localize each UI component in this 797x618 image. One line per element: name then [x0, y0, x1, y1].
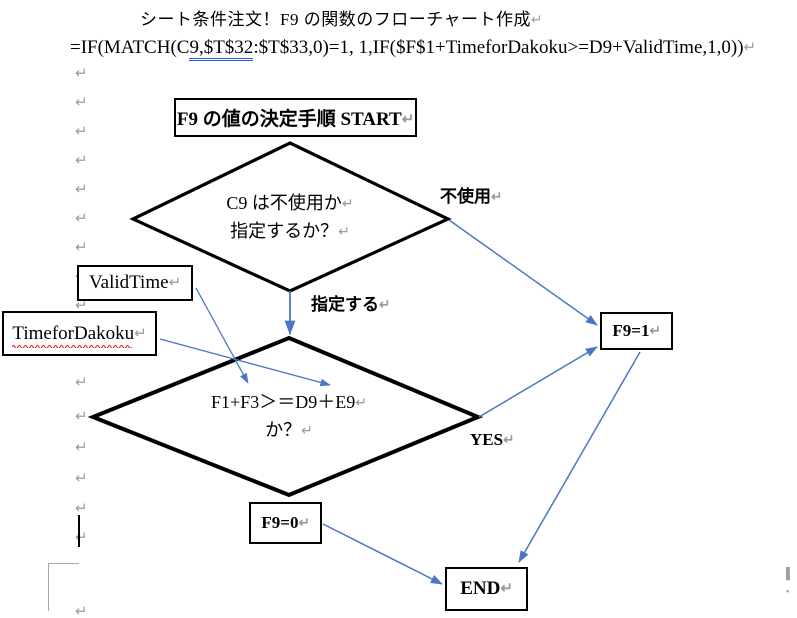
node-end-label: END	[460, 578, 501, 599]
connector-f9eq0-to-end	[322, 523, 443, 585]
pilcrow-icon: ↵	[401, 112, 415, 128]
decision-diamond-f1f3	[87, 335, 484, 498]
decision2-line2: か？	[265, 419, 302, 440]
pilcrow-icon: ↵	[531, 12, 543, 27]
node-f9-equals-1-label: F9=1	[612, 321, 650, 340]
page-margin-corner-mark	[48, 563, 79, 611]
pilcrow-icon: ↵	[500, 581, 513, 597]
node-f9-equals-1-box[interactable]: F9=1↵	[600, 312, 673, 350]
pilcrow-icon: ↵	[649, 323, 661, 338]
margin-pilcrow-icon: ↵	[75, 65, 88, 82]
pilcrow-icon: ↵	[355, 394, 367, 410]
node-timefordakoku-label: TimeforDakoku	[12, 322, 135, 344]
pilcrow-icon: ↵	[301, 421, 313, 438]
margin-pilcrow-icon: ↵	[75, 374, 88, 391]
pilcrow-icon: ↵	[503, 432, 515, 447]
connector-nouse-to-f9eq1	[448, 219, 598, 326]
formula-part-underlined: 9,$T$32	[189, 37, 254, 61]
connector-f9eq1-to-end	[518, 351, 641, 563]
node-validtime-label: ValidTime	[89, 272, 169, 293]
edge-label-yes: YES↵	[470, 430, 514, 450]
decision1-line2: 指定するか？	[230, 220, 339, 241]
connector-dakoku-to-decision2	[159, 338, 331, 387]
decision2-line1: F1+F3＞＝D9＋E9	[211, 392, 356, 412]
formula-part-after: :$T$33,0)=1, 1,IF($F$1+TimeforDakoku>=D9…	[253, 37, 744, 58]
formula-line: =IF(MATCH(C9,$T$32:$T$33,0)=1, 1,IF($F$1…	[70, 37, 756, 61]
page-title: シート条件注文！F9 の関数のフローチャート作成↵	[140, 5, 543, 30]
pilcrow-icon: ↵	[134, 325, 147, 342]
page-title-text: シート条件注文！F9 の関数のフローチャート作成	[140, 10, 532, 29]
margin-pilcrow-icon: ↵	[75, 470, 88, 487]
pilcrow-icon: ↵	[168, 275, 181, 291]
margin-pilcrow-icon: ↵	[75, 603, 88, 618]
decision1-line1: C9 は不使用か	[226, 193, 342, 213]
node-validtime-box[interactable]: ValidTime↵	[77, 265, 193, 301]
pilcrow-icon: ↵	[298, 515, 310, 530]
decision-diamond-f1f3-label: F1+F3＞＝D9＋E9↵ か？↵	[189, 389, 389, 445]
node-start-box[interactable]: F9 の値の決定手順 START↵	[174, 98, 417, 137]
margin-pilcrow-icon: ↵	[75, 439, 88, 456]
text-caret	[78, 515, 80, 547]
edge-label-yes-text: YES	[470, 430, 504, 449]
connector-yes-to-f9eq1	[478, 346, 598, 418]
margin-pilcrow-icon: ↵	[75, 408, 88, 425]
spellcheck-wrapper: TimeforDakoku↵	[12, 322, 147, 348]
margin-pilcrow-icon: ↵	[75, 500, 88, 517]
pilcrow-icon: ↵	[491, 189, 503, 204]
margin-pilcrow-icon: ↵	[75, 210, 88, 227]
edge-label-nouse-text: 不使用	[440, 187, 491, 206]
edge-label-specify: 指定する↵	[311, 290, 390, 315]
page-edge-tick-icon: ▌	[786, 568, 794, 580]
margin-pilcrow-icon: ↵	[75, 152, 88, 169]
margin-pilcrow-icon: ↵	[75, 181, 88, 198]
node-f9-equals-0-box[interactable]: F9=0↵	[249, 502, 322, 544]
node-end-box[interactable]: END↵	[445, 567, 528, 611]
margin-pilcrow-icon: ↵	[75, 297, 88, 314]
margin-pilcrow-icon: ↵	[75, 123, 88, 140]
pilcrow-icon: ↵	[341, 195, 354, 211]
margin-pilcrow-icon: ↵	[75, 94, 88, 111]
edge-label-specify-text: 指定する	[311, 295, 379, 314]
pilcrow-icon: ↵	[338, 222, 350, 239]
formula-part-before: =IF(MATCH(C	[70, 37, 190, 58]
spellcheck-squiggle-icon	[12, 344, 133, 348]
margin-pilcrow-icon: ↵	[75, 239, 88, 256]
node-timefordakoku-box[interactable]: TimeforDakoku↵	[2, 311, 157, 356]
edge-label-nouse: 不使用↵	[440, 182, 502, 207]
pilcrow-icon: ↵	[743, 40, 756, 56]
page-edge-tick-icon: ▪	[786, 586, 790, 596]
pilcrow-icon: ↵	[379, 297, 391, 312]
node-f9-equals-0-label: F9=0	[261, 513, 299, 532]
node-start-label: F9 の値の決定手順 START	[176, 109, 402, 130]
connector-validtime-to-decision2	[195, 287, 249, 384]
decision-diamond-c9-label: C9 は不使用か↵ 指定するか？↵	[190, 190, 390, 246]
